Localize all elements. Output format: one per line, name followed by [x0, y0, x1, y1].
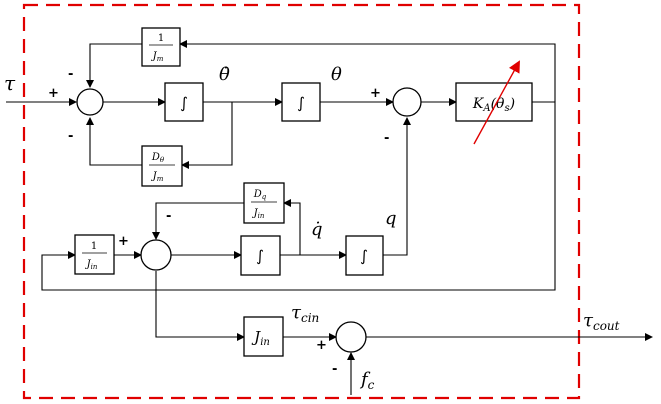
- invjm-to-sum1-line: [86, 43, 142, 88]
- thetadot-to-dtheta-line: [181, 102, 233, 169]
- block-ka: KA(θs): [455, 82, 533, 122]
- sign-sum3-top: -: [166, 209, 171, 224]
- svg-text:∫: ∫: [297, 94, 305, 112]
- svg-text:Jin: Jin: [252, 208, 265, 220]
- sign-sum4-bottom: -: [332, 362, 337, 377]
- svg-text:∫: ∫: [256, 247, 264, 265]
- sum-junction-4: [335, 321, 367, 353]
- block-int-4: ∫: [345, 235, 384, 276]
- svg-text:∫: ∫: [180, 94, 188, 112]
- sum-junction-1: [76, 88, 104, 116]
- label-q: q: [385, 208, 397, 229]
- svg-text:Jin: Jin: [251, 328, 270, 348]
- block-int-2: ∫: [281, 82, 321, 122]
- sign-sum1-left: +: [48, 86, 59, 101]
- sum3-to-jin-line: [155, 271, 245, 341]
- block-int-1: ∫: [164, 82, 204, 122]
- sign-sum1-top: -: [68, 67, 73, 82]
- qdot-to-dq-line: [283, 199, 301, 255]
- dtheta-to-sum1-line: [86, 117, 142, 166]
- q-to-sum2-line: [383, 117, 411, 256]
- svg-text:Jm: Jm: [151, 51, 164, 63]
- block-jin-gain: Jin: [243, 316, 284, 357]
- variable-gain-arrow: [473, 60, 520, 145]
- block-int-3: ∫: [240, 235, 281, 276]
- label-tau: τ: [4, 71, 16, 95]
- sign-sum1-bottom: -: [68, 129, 73, 144]
- label-q-dot: q̇: [311, 219, 323, 240]
- svg-text:Jin: Jin: [85, 259, 98, 271]
- svg-text:Jm: Jm: [151, 171, 164, 183]
- sign-sum4-left: +: [316, 338, 327, 353]
- sum-junction-2: [392, 87, 422, 117]
- block-inv-jm: 1 Jm: [141, 27, 181, 67]
- label-theta-dot: θ̇: [219, 64, 230, 85]
- label-tau-cin: τcin: [291, 302, 319, 325]
- ka-to-invjm-line: [179, 40, 556, 102]
- block-d-theta: Dθ Jm: [141, 145, 183, 187]
- svg-text:1: 1: [91, 241, 97, 252]
- sum-junction-3: [140, 239, 172, 271]
- sign-sum2-bottom: -: [384, 131, 389, 146]
- label-tau-cout: τcout: [583, 310, 620, 333]
- system-boundary-frame: [22, 3, 581, 400]
- label-fc: fc: [359, 369, 375, 392]
- ka-output-feedback-line: [41, 101, 556, 291]
- svg-text:∫: ∫: [360, 247, 368, 265]
- svg-text:1: 1: [158, 33, 164, 44]
- block-inv-jin: 1 Jin: [74, 234, 115, 275]
- label-theta: θ: [331, 64, 342, 85]
- svg-text:Dθ: Dθ: [151, 152, 165, 164]
- sign-sum3-left: +: [118, 234, 129, 249]
- dq-to-sum3-line: [152, 202, 244, 240]
- svg-text:Dq: Dq: [253, 189, 267, 201]
- sign-sum2-left: +: [370, 86, 381, 101]
- block-d-q: Dq Jin: [243, 182, 285, 224]
